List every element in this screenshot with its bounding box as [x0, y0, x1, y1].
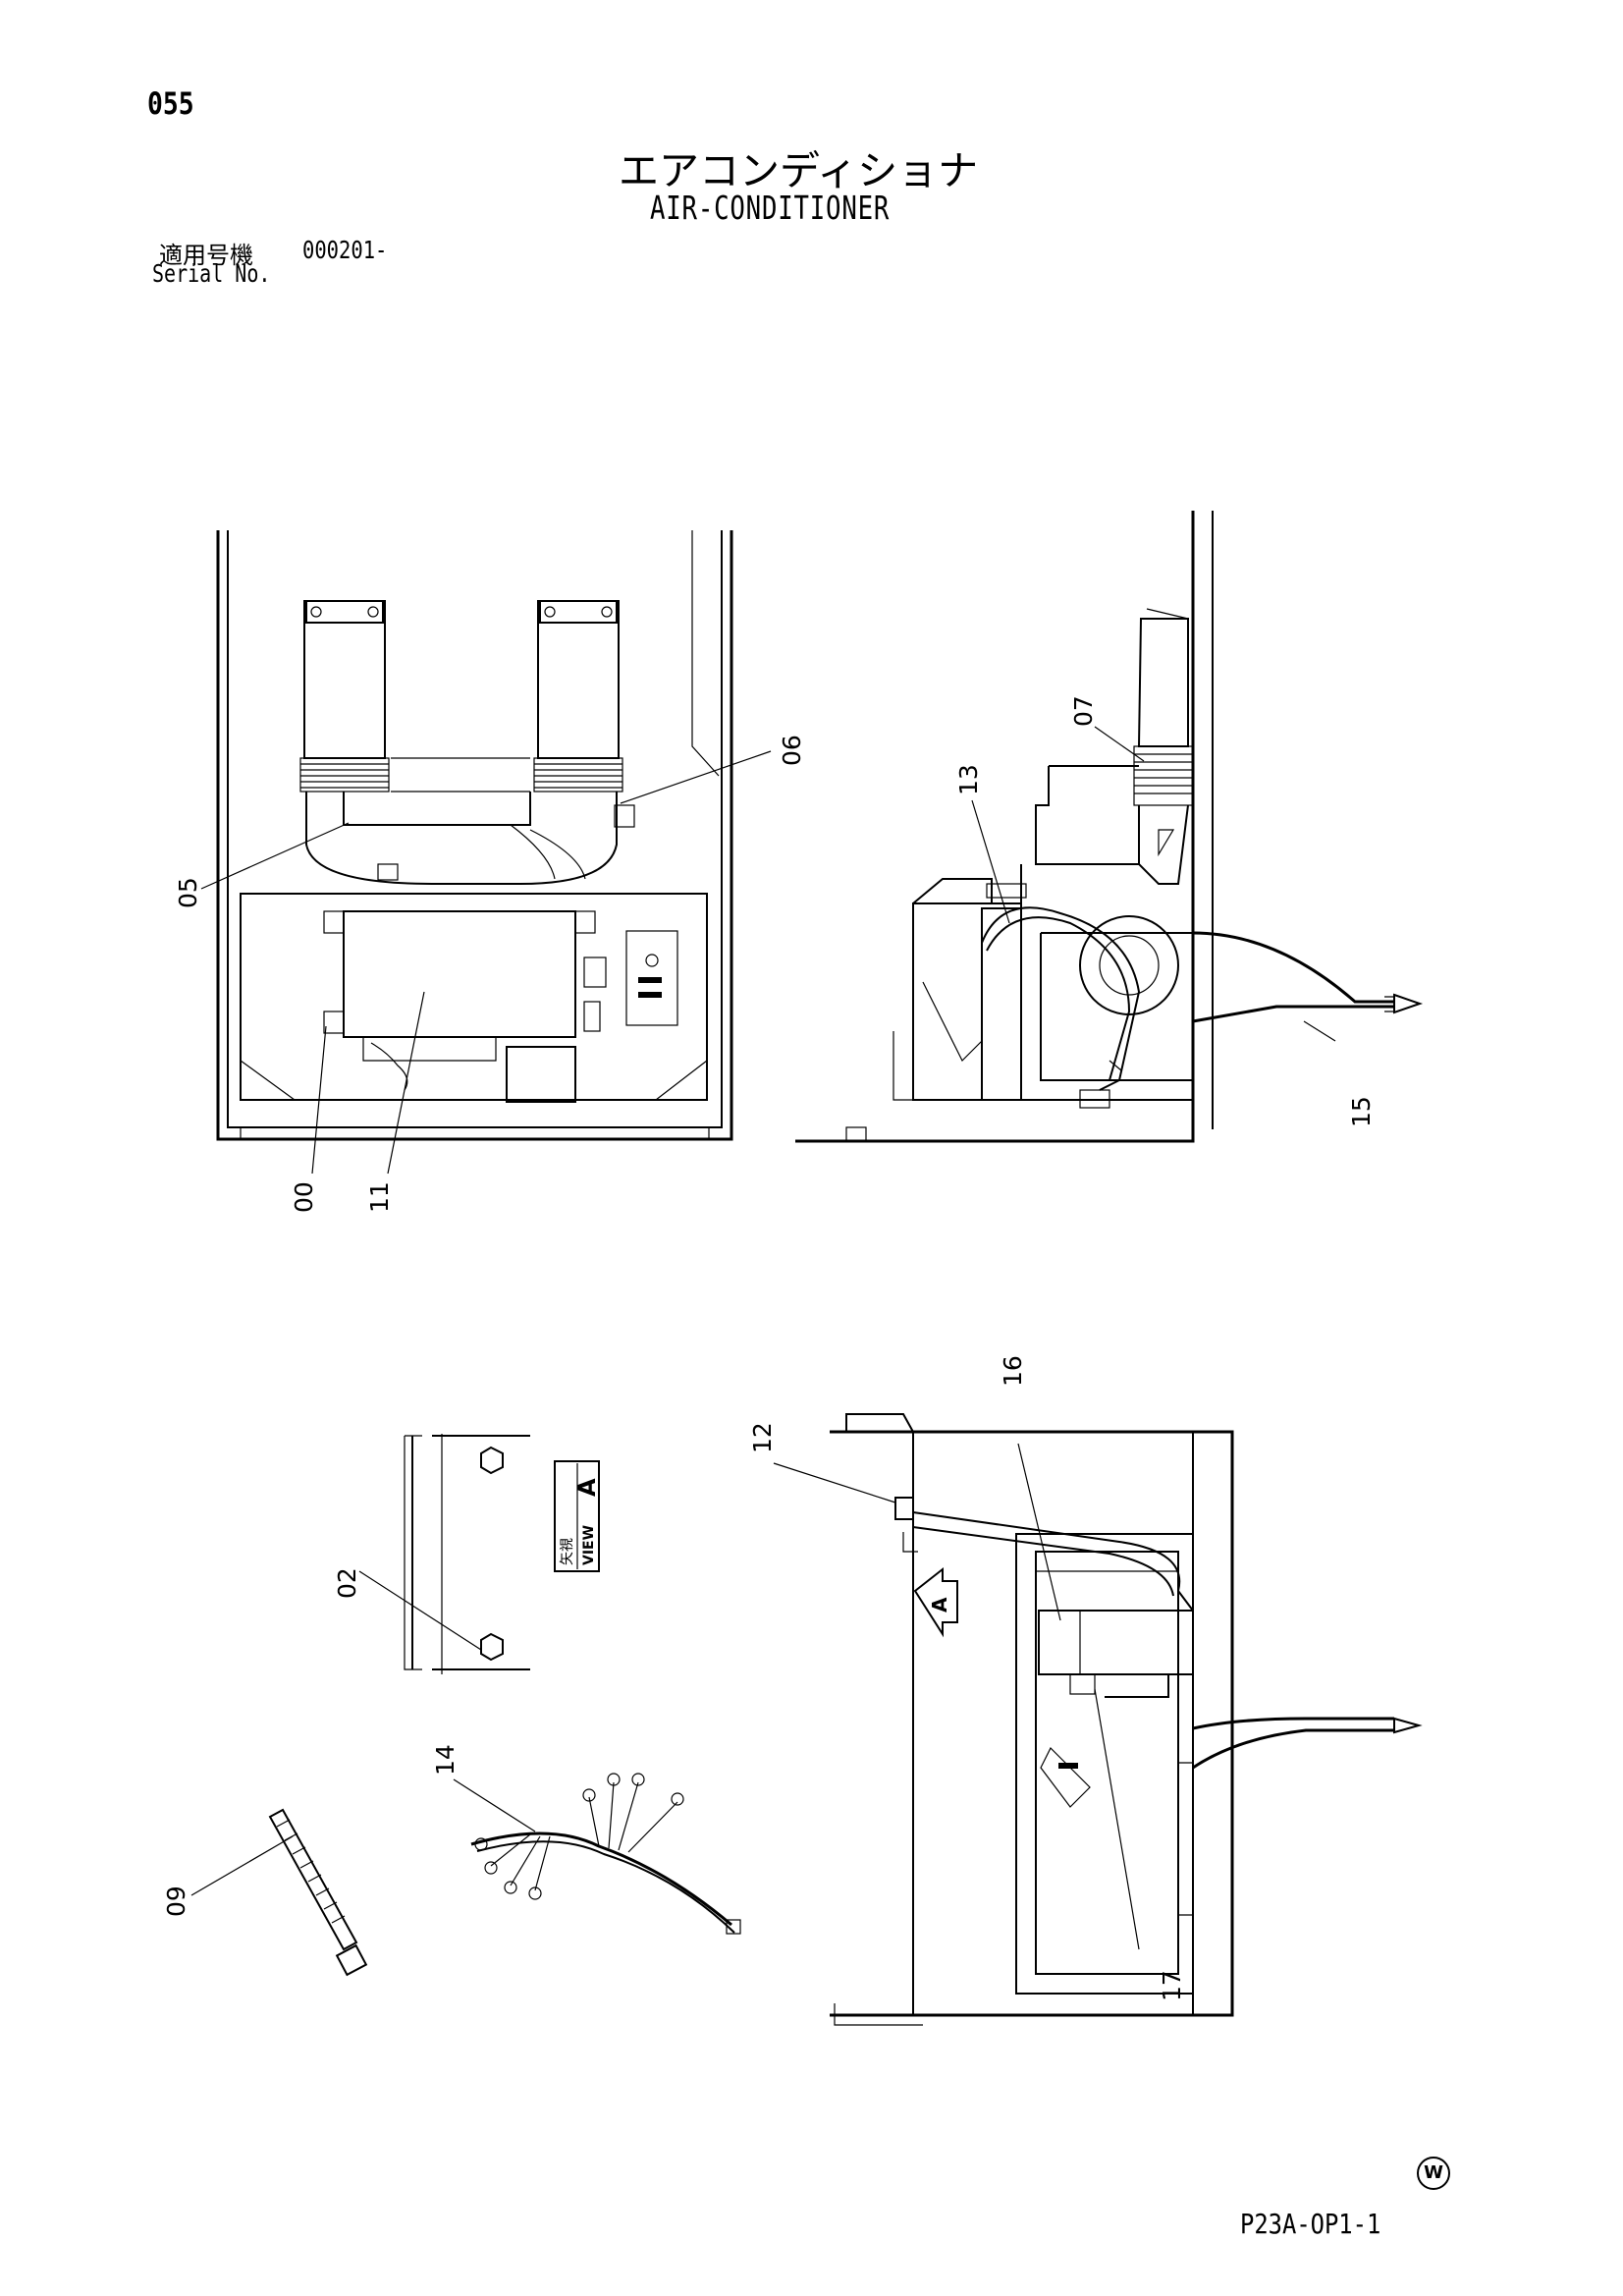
front-view-assembly — [773, 1413, 1423, 2026]
page-title-japanese: エアコンディショナ — [619, 147, 979, 194]
cable-tie — [190, 1808, 368, 1977]
callout-11: 11 — [365, 1181, 394, 1213]
view-arrow-letter: A — [928, 1597, 951, 1613]
callout-17: 17 — [1158, 1970, 1186, 2001]
side-view-assembly — [795, 511, 1424, 1143]
view-label-letter: A — [573, 1478, 601, 1497]
callout-09: 09 — [162, 1886, 190, 1917]
serial-number-value: 000201- — [302, 236, 388, 264]
w-circle-mark: W — [1417, 2157, 1450, 2190]
callout-16: 16 — [999, 1355, 1027, 1387]
serial-label-japanese: 適用号機 — [159, 242, 253, 269]
callout-00: 00 — [290, 1181, 318, 1213]
callout-15: 15 — [1347, 1096, 1376, 1127]
page-title-english: AIR-CONDITIONER — [650, 189, 891, 227]
drawing-code: P23A-OP1-1 — [1240, 2208, 1381, 2240]
callout-06: 06 — [778, 735, 806, 766]
callout-05: 05 — [174, 877, 202, 908]
callout-14: 14 — [431, 1744, 460, 1776]
callout-12: 12 — [748, 1422, 777, 1453]
view-label-jp: 矢視 — [560, 1538, 575, 1565]
callout-02: 02 — [333, 1567, 361, 1599]
page-number: 055 — [147, 86, 194, 122]
callout-07: 07 — [1069, 695, 1098, 727]
view-a-detail — [358, 1434, 600, 1674]
callout-13: 13 — [954, 764, 983, 795]
wire-harness — [453, 1773, 741, 1935]
serial-label-english: Serial No. — [152, 259, 271, 288]
view-label-en: VIEW — [581, 1525, 597, 1565]
plan-view-assembly — [200, 530, 772, 1175]
